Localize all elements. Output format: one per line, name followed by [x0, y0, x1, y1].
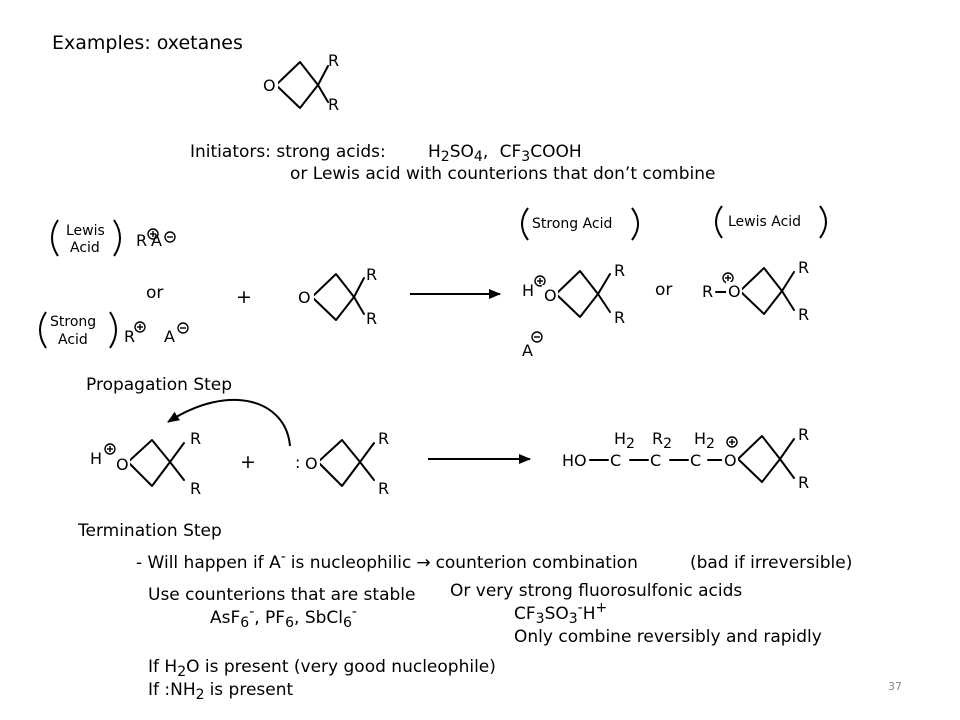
chain-h2-2: H2 — [694, 429, 715, 452]
or-right: or — [655, 280, 672, 300]
chain-oxonium-oxygen: O — [724, 451, 737, 470]
chain-h2-1: H2 — [614, 429, 635, 452]
curved-attack-arrow — [167, 398, 291, 447]
hydroxyl-group: HO — [562, 451, 587, 470]
product-label-lewis-acid: Lewis Acid — [728, 214, 801, 230]
proton-h: H — [90, 449, 102, 468]
proton-h: H — [522, 281, 534, 300]
r-group-lower: R — [798, 473, 809, 492]
stable-counterions-list: AsF6-, PF6, SbCl6- — [210, 604, 357, 631]
r-group-upper: R — [328, 51, 339, 70]
oxygen-atom: O — [298, 288, 311, 307]
r-group-upper: R — [614, 261, 625, 280]
oxygen-atom: O — [263, 76, 276, 95]
propagation-scheme: Propagation Step H O R R + : O R R HO C … — [86, 375, 809, 498]
initiators-block: Initiators: strong acids: H2SO4, CF3COOH… — [190, 142, 715, 184]
initiators-line2: or Lewis acid with counterions that don’… — [290, 164, 715, 184]
propagation-label: Propagation Step — [86, 375, 232, 395]
oxygen-atom: O — [305, 454, 318, 473]
fluorosulfonic-formula: CF3SO3-H+ — [514, 600, 607, 627]
chain-carbon-1: C — [610, 451, 621, 470]
chain-r2: R2 — [652, 429, 672, 452]
lewis-acid-label-1: Lewis — [66, 223, 105, 239]
initiators-label: Initiators: strong acids: — [190, 142, 386, 162]
strong-acid-label-1: Strong — [50, 314, 96, 330]
stable-counterions-label: Use counterions that are stable — [148, 585, 415, 605]
chain-carbon-2: C — [650, 451, 661, 470]
counterion-a: A — [522, 341, 533, 360]
strong-acid-formulas: H2SO4, CF3COOH — [428, 142, 582, 165]
plus-propagation: + — [240, 451, 256, 473]
chain-carbon-3: C — [690, 451, 701, 470]
strong-acid-label-2: Acid — [58, 332, 88, 348]
oxonium-oxygen: O — [116, 455, 129, 474]
termination-line1: - Will happen if A-is nucleophilic→count… — [136, 549, 638, 573]
termination-block: Termination Step - Will happen if A-is n… — [77, 521, 852, 703]
water-note: If H2O is present (very good nucleophile… — [148, 657, 496, 680]
strong-acid-a: A — [164, 327, 175, 346]
r-group-lower: R — [798, 305, 809, 324]
termination-bad: (bad if irreversible) — [690, 553, 852, 573]
oxonium-oxygen: O — [544, 286, 557, 305]
fluorosulfonic-note: Only combine reversibly and rapidly — [514, 627, 822, 647]
lewis-oxonium-oxygen: O — [728, 282, 741, 301]
or-left: or — [146, 283, 163, 303]
strong-acid-r: R — [124, 327, 135, 346]
r-group-lower: R — [614, 308, 625, 327]
r-group-lower: R — [328, 95, 339, 114]
r-group-lower: R — [366, 309, 377, 328]
lone-pair: : — [295, 453, 300, 472]
slide-title: Examples: oxetanes — [52, 32, 243, 54]
r-group-lower: R — [378, 479, 389, 498]
fluorosulfonic-label: Or very strong fluorosulfonic acids — [450, 581, 742, 601]
r-group-upper: R — [366, 265, 377, 284]
r-group-upper: R — [798, 425, 809, 444]
r-group-lower: R — [190, 479, 201, 498]
r-group-upper: R — [190, 429, 201, 448]
initiation-scheme: Lewis Acid R A or Strong Acid R A + O R … — [39, 205, 827, 360]
lewis-acid-r: R — [136, 231, 147, 250]
r-group-upper: R — [378, 429, 389, 448]
plus-initiation: + — [236, 286, 252, 308]
lewis-r: R — [702, 282, 713, 301]
product-label-strong-acid: Strong Acid — [532, 216, 612, 232]
page-number: 37 — [888, 680, 902, 693]
r-group-upper: R — [798, 258, 809, 277]
termination-label: Termination Step — [77, 521, 222, 541]
lewis-acid-a: A — [151, 231, 162, 250]
lewis-acid-label-2: Acid — [70, 240, 100, 256]
oxetane-example: O R R — [262, 51, 339, 114]
